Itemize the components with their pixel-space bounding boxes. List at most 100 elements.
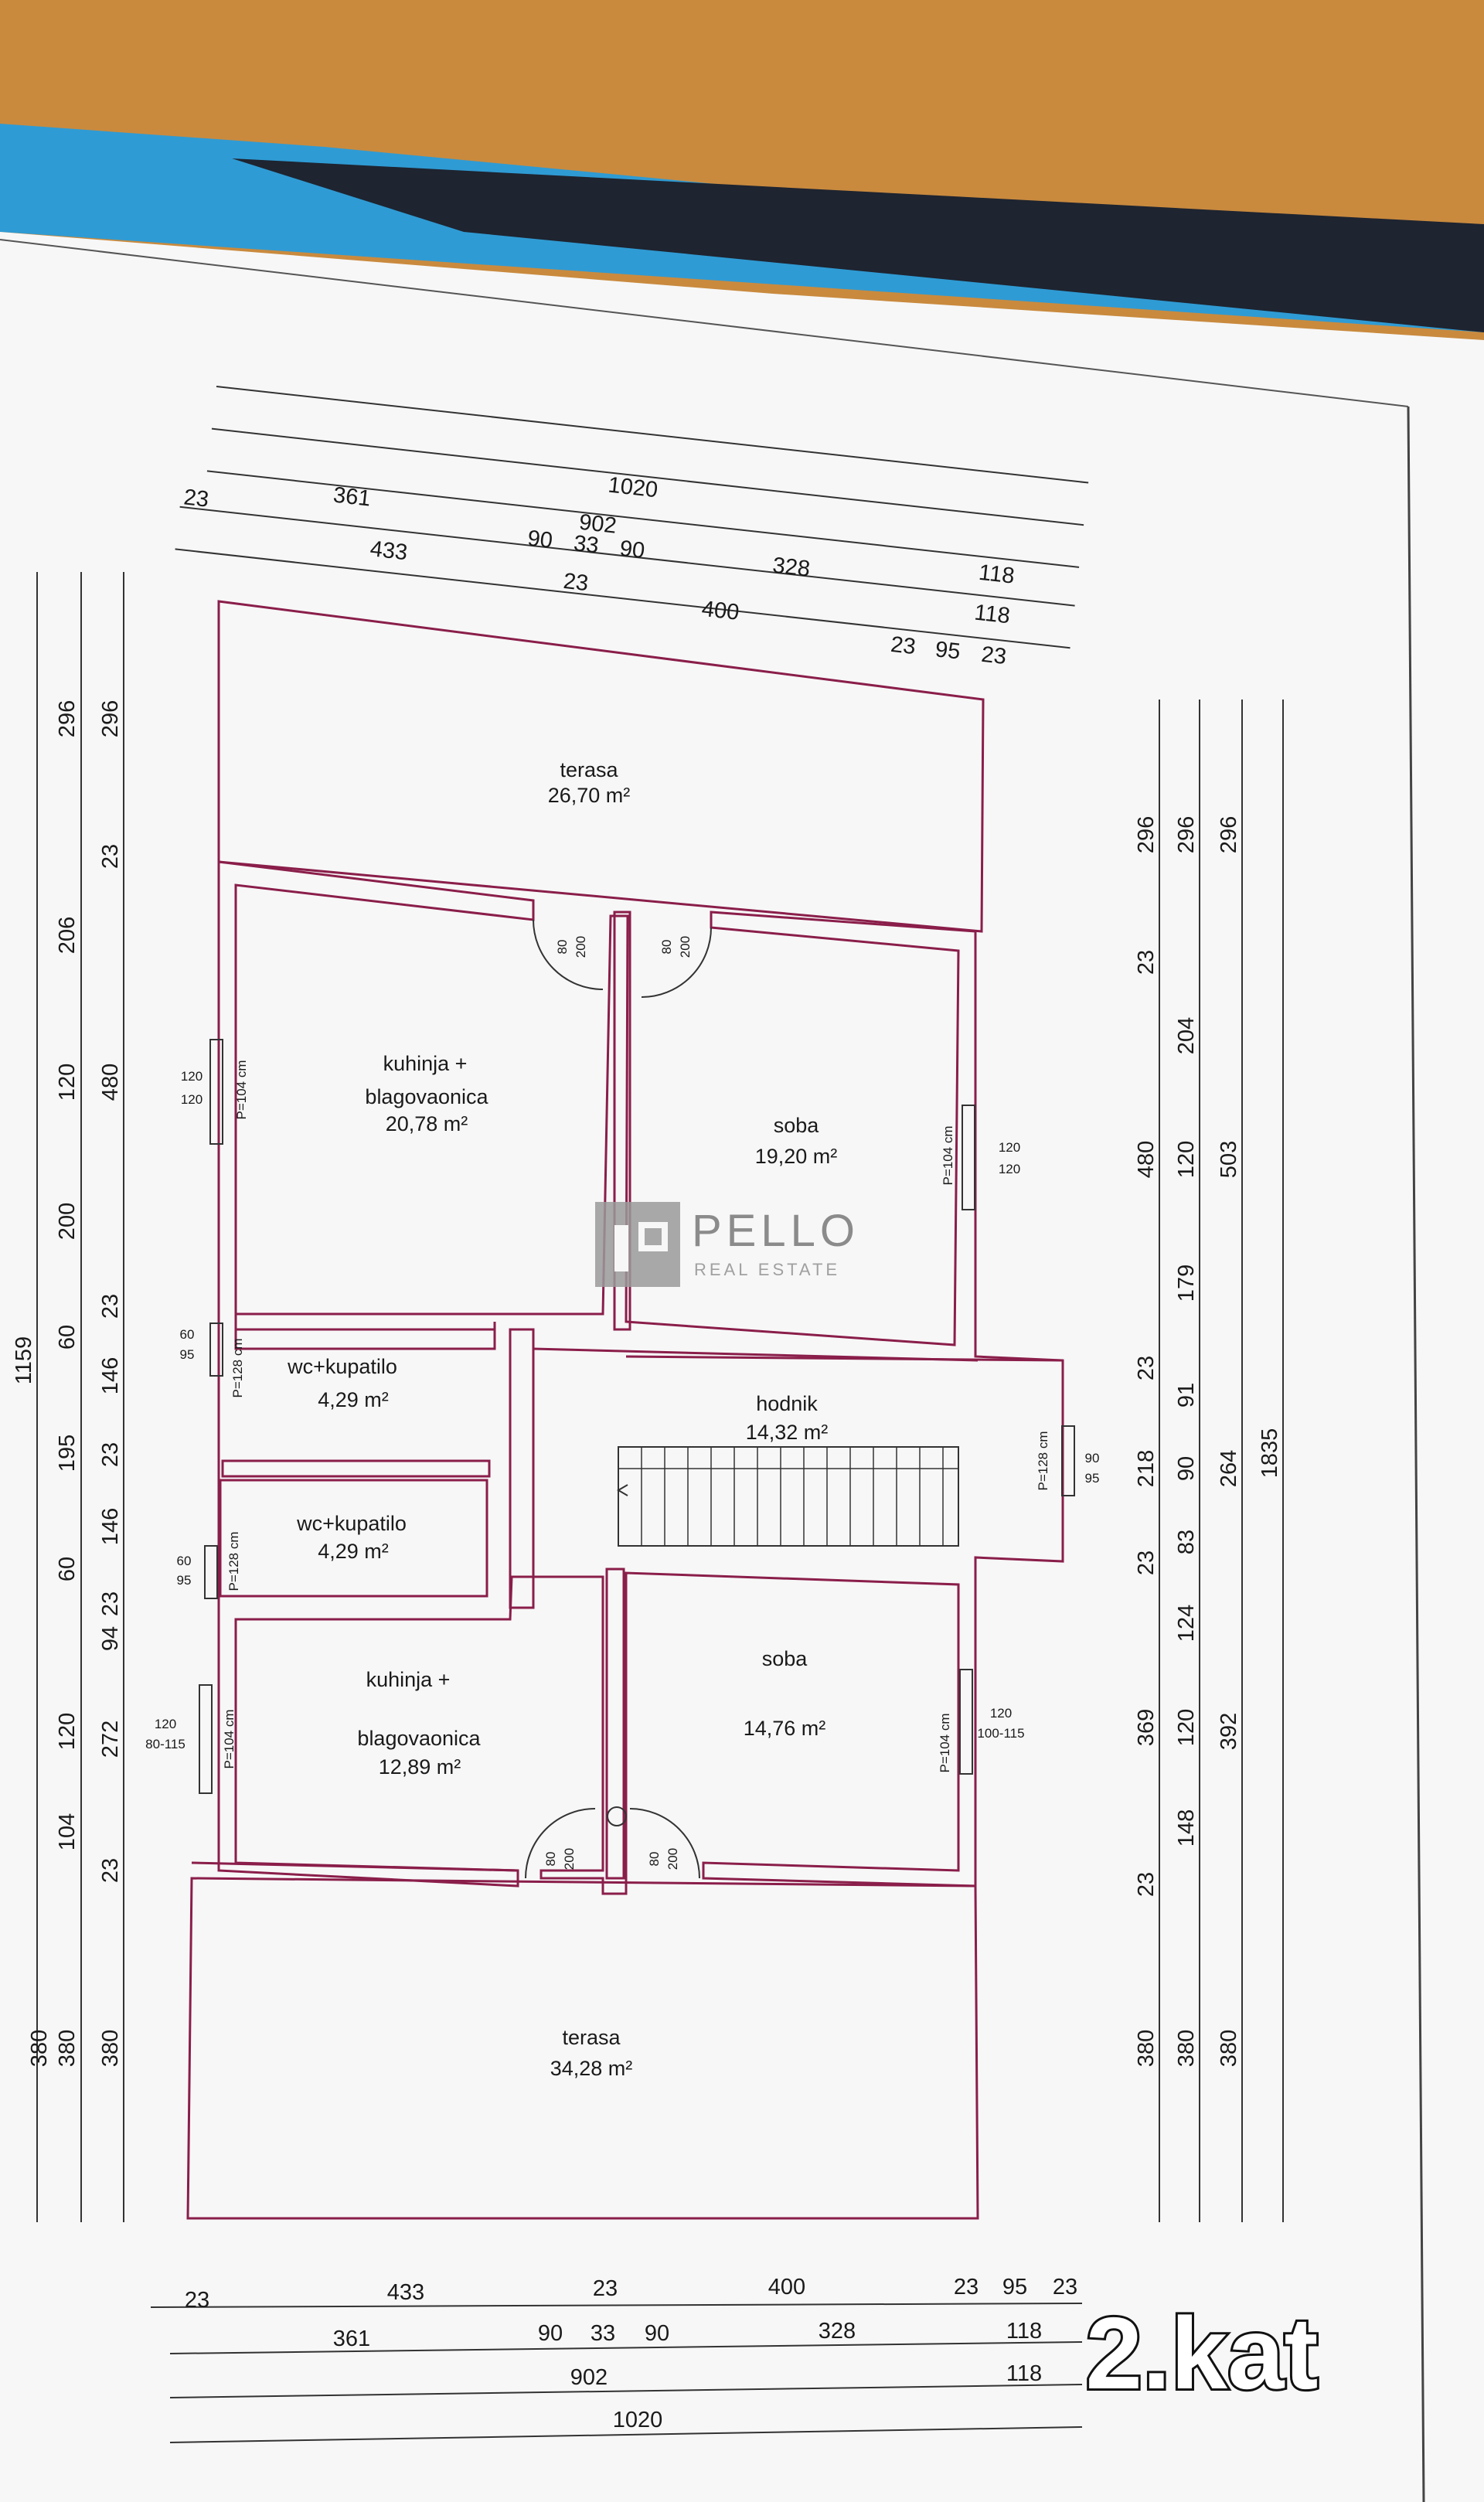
bottom-dim-95: 95 xyxy=(1002,2275,1027,2299)
windows: 120 120 P=104 cm 120 120 P=104 cm 60 95 … xyxy=(145,1039,1099,1794)
right-dim-296b: 296 xyxy=(1174,816,1199,853)
room-terrace-top-area: 26,70 m² xyxy=(548,784,631,807)
top-dim-433: 433 xyxy=(369,536,409,565)
bottom-dim-90b: 90 xyxy=(645,2321,669,2346)
right-dim-124: 124 xyxy=(1174,1605,1199,1642)
door-swing-2 xyxy=(641,927,712,998)
bottom-dim-23d: 23 xyxy=(1053,2275,1077,2299)
win5-h: 95 xyxy=(177,1573,192,1588)
door1-width: 80 xyxy=(555,940,570,955)
terrace-top-outline xyxy=(217,600,985,933)
top-dim-90b: 90 xyxy=(618,536,646,563)
room-labels: terasa 26,70 m² kuhinja + blagovaonica 2… xyxy=(287,758,837,2080)
left-dim-480: 480 xyxy=(98,1064,123,1101)
right-dim-1835: 1835 xyxy=(1258,1428,1282,1479)
door2-height: 200 xyxy=(678,936,693,958)
watermark-brand: PELLO xyxy=(692,1206,859,1256)
left-dim-120b: 120 xyxy=(55,1713,80,1750)
right-dim-296a: 296 xyxy=(1134,816,1159,853)
room-soba-lower-name: soba xyxy=(762,1647,808,1670)
door1-height: 200 xyxy=(574,936,588,958)
right-dimensions: 296 23 480 23 218 23 369 23 380 296 204 … xyxy=(1134,700,1284,2222)
right-dim-91: 91 xyxy=(1174,1383,1199,1408)
top-dim-118a: 118 xyxy=(978,560,1016,589)
top-dim-1020: 1020 xyxy=(607,472,659,502)
door4-width: 80 xyxy=(647,1852,662,1867)
room-soba-lower-area: 14,76 m² xyxy=(744,1717,826,1740)
win1-h: 120 xyxy=(181,1092,203,1107)
right-dim-120b: 120 xyxy=(1174,1709,1199,1746)
room-hall-area: 14,32 m² xyxy=(746,1421,829,1444)
room-bath-lower-area: 4,29 m² xyxy=(318,1540,389,1563)
right-dim-380b: 380 xyxy=(1174,2030,1199,2067)
win5-w: 60 xyxy=(177,1554,192,1568)
room-hall-name: hodnik xyxy=(756,1392,818,1415)
door-swing-3 xyxy=(525,1808,596,1879)
bottom-dim-361: 361 xyxy=(333,2327,370,2351)
room-bath-lower-name: wc+kupatilo xyxy=(296,1512,407,1535)
left-dim-94: 94 xyxy=(98,1626,123,1651)
room-kitchen-lower-name1: kuhinja + xyxy=(366,1668,451,1691)
left-dim-206: 206 xyxy=(55,917,80,954)
win6-h: 80-115 xyxy=(145,1737,186,1751)
room-bath-top-name: wc+kupatilo xyxy=(287,1355,397,1378)
right-dim-380a: 380 xyxy=(1134,2030,1159,2067)
bottom-dim-118b: 118 xyxy=(1006,2361,1042,2386)
room-kitchen-top-name2: blagovaonica xyxy=(365,1085,488,1108)
left-dim-23e: 23 xyxy=(98,1858,123,1883)
page-border-line xyxy=(1407,406,1425,2502)
room-soba-top-area: 19,20 m² xyxy=(755,1145,838,1168)
room-soba-top-name: soba xyxy=(774,1114,820,1137)
room-terrace-bottom-name: terasa xyxy=(562,2026,621,2049)
watermark-tagline: REAL ESTATE xyxy=(694,1260,840,1279)
door2-width: 80 xyxy=(659,940,674,955)
bath-divider xyxy=(221,1459,491,1478)
right-dim-179: 179 xyxy=(1174,1265,1199,1302)
right-dim-23a: 23 xyxy=(1134,950,1159,975)
win4-p: P=128 cm xyxy=(1036,1431,1050,1490)
center-wall-upper xyxy=(613,911,631,1331)
bottom-dim-23a: 23 xyxy=(185,2288,209,2313)
top-dim-33: 33 xyxy=(573,531,601,558)
hall-wall-left xyxy=(509,1328,535,1609)
top-dimensions: 1020 902 361 90 33 90 328 118 23 433 23 … xyxy=(175,386,1089,669)
door-swings xyxy=(525,919,712,1879)
watermark: PELLO REAL ESTATE xyxy=(595,1202,859,1287)
top-dim-23b: 23 xyxy=(562,569,590,596)
win7-h: 100-115 xyxy=(977,1726,1024,1741)
door3-height: 200 xyxy=(562,1848,577,1870)
room-bath-top-area: 4,29 m² xyxy=(318,1388,389,1411)
top-dim-23a: 23 xyxy=(182,485,210,512)
window-hall xyxy=(1061,1425,1075,1496)
right-dim-23b: 23 xyxy=(1134,1356,1159,1380)
left-dim-120a: 120 xyxy=(55,1064,80,1101)
window-kitchen-lower xyxy=(199,1684,213,1794)
bottom-dim-1020: 1020 xyxy=(613,2408,663,2432)
room-kitchen-top-area: 20,78 m² xyxy=(386,1112,468,1135)
right-dim-120a: 120 xyxy=(1174,1141,1199,1178)
left-dim-60a: 60 xyxy=(55,1325,80,1350)
win3-w: 60 xyxy=(180,1327,195,1342)
bottom-dimensions: 23 433 23 400 23 95 23 361 90 33 90 328 … xyxy=(150,2275,1083,2443)
right-dim-264: 264 xyxy=(1217,1450,1241,1487)
center-wall-lower xyxy=(605,1568,625,1880)
left-dim-60b: 60 xyxy=(55,1557,80,1581)
window-kitchen-top xyxy=(209,1039,223,1145)
left-dim-272: 272 xyxy=(98,1721,123,1758)
left-dim-23b: 23 xyxy=(98,1294,123,1319)
paper-sheet xyxy=(0,232,1484,2502)
top-dim-118b: 118 xyxy=(973,600,1011,628)
bottom-dim-90a: 90 xyxy=(538,2321,563,2346)
right-dim-503: 503 xyxy=(1217,1141,1241,1178)
door4-height: 200 xyxy=(665,1848,680,1870)
win1-w: 120 xyxy=(181,1069,203,1084)
left-dim-23a: 23 xyxy=(98,844,123,869)
room-kitchen-lower-name2: blagovaonica xyxy=(357,1727,481,1750)
win7-p: P=104 cm xyxy=(938,1713,952,1772)
left-dim-1159: 1159 xyxy=(12,1336,36,1384)
staircase xyxy=(617,1446,959,1547)
right-dim-90: 90 xyxy=(1174,1456,1199,1481)
door-labels: 80 200 80 200 80 200 80 200 xyxy=(543,936,693,1870)
window-bath-top xyxy=(209,1322,223,1377)
bottom-dim-902: 902 xyxy=(570,2365,608,2390)
